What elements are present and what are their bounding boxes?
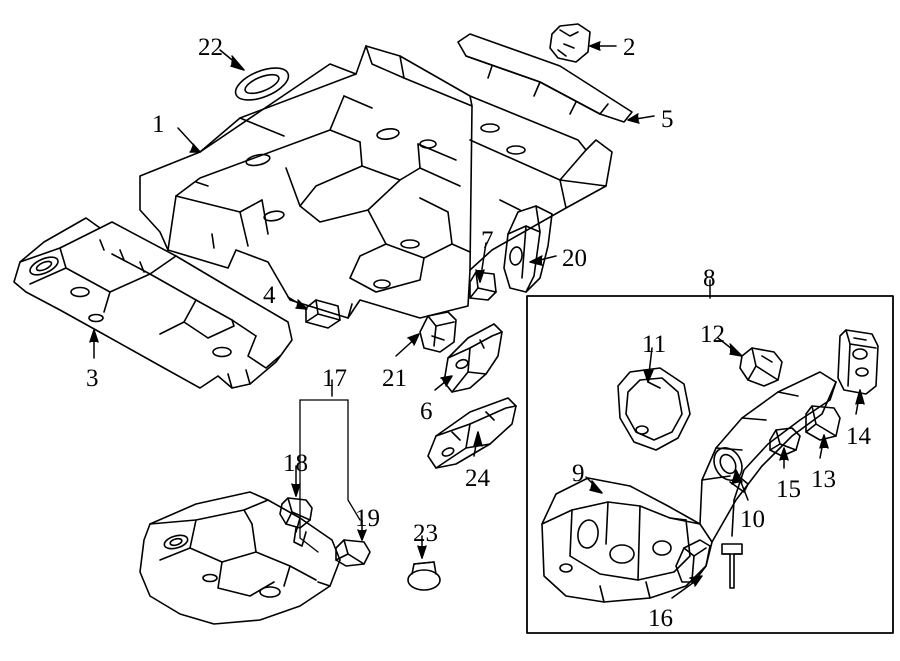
part-15-clip bbox=[769, 427, 801, 457]
callout-label-14: 14 bbox=[846, 423, 871, 450]
callout-label-4: 4 bbox=[263, 282, 276, 309]
part-11-reinforcement-plate bbox=[617, 367, 691, 451]
callout-label-1: 1 bbox=[152, 111, 165, 138]
callout-label-18: 18 bbox=[283, 450, 308, 477]
part-19-bracket bbox=[335, 539, 371, 567]
part-20-pillar-reinforcement bbox=[503, 205, 553, 293]
part-16-bolt bbox=[721, 543, 743, 589]
part-6-flange-bracket bbox=[443, 323, 503, 393]
callout-label-6: 6 bbox=[420, 398, 433, 425]
callout-label-19: 19 bbox=[355, 505, 380, 532]
callout-label-8: 8 bbox=[703, 265, 716, 292]
part-22-oval-plug bbox=[234, 67, 290, 101]
callout-label-13: 13 bbox=[811, 466, 836, 493]
part-23-grommet bbox=[407, 561, 441, 591]
part-24-reinforcement bbox=[427, 397, 517, 469]
callout-leader-lines bbox=[89, 41, 865, 599]
part-17-lower-floor-panel bbox=[139, 491, 341, 625]
part-9-side-member-front bbox=[541, 477, 713, 603]
part-21-bracket bbox=[419, 311, 457, 353]
part-4-angle-bracket bbox=[305, 299, 341, 329]
callout-label-11: 11 bbox=[642, 331, 667, 358]
part-2-bracket bbox=[549, 23, 591, 63]
callout-label-17: 17 bbox=[322, 365, 347, 392]
callout-label-5: 5 bbox=[661, 106, 674, 133]
part-7-clip bbox=[469, 271, 497, 301]
callout-label-16: 16 bbox=[648, 605, 673, 632]
callout-label-15: 15 bbox=[776, 476, 801, 503]
part-12-bracket bbox=[739, 347, 783, 387]
bracket-group-17-leaders bbox=[299, 399, 361, 553]
callout-label-23: 23 bbox=[413, 520, 438, 547]
part-16-bracket bbox=[675, 539, 711, 583]
callout-label-7: 7 bbox=[481, 227, 494, 254]
callout-label-12: 12 bbox=[700, 321, 725, 348]
callout-label-3: 3 bbox=[86, 365, 99, 392]
callout-label-22: 22 bbox=[198, 34, 223, 61]
part-rear-floor-pan bbox=[139, 45, 613, 319]
callout-label-2: 2 bbox=[623, 34, 636, 61]
part-18-clip bbox=[279, 497, 313, 547]
part-14-rear-reinforcement bbox=[837, 329, 879, 395]
part-3-front-floor-panel bbox=[13, 217, 293, 389]
callout-label-20: 20 bbox=[562, 245, 587, 272]
callout-label-9: 9 bbox=[572, 460, 585, 487]
callout-label-24: 24 bbox=[465, 465, 490, 492]
part-5-rear-cross-member bbox=[457, 33, 633, 123]
part-13-bracket bbox=[805, 405, 841, 441]
callout-label-10: 10 bbox=[740, 506, 765, 533]
callout-label-21: 21 bbox=[382, 365, 407, 392]
